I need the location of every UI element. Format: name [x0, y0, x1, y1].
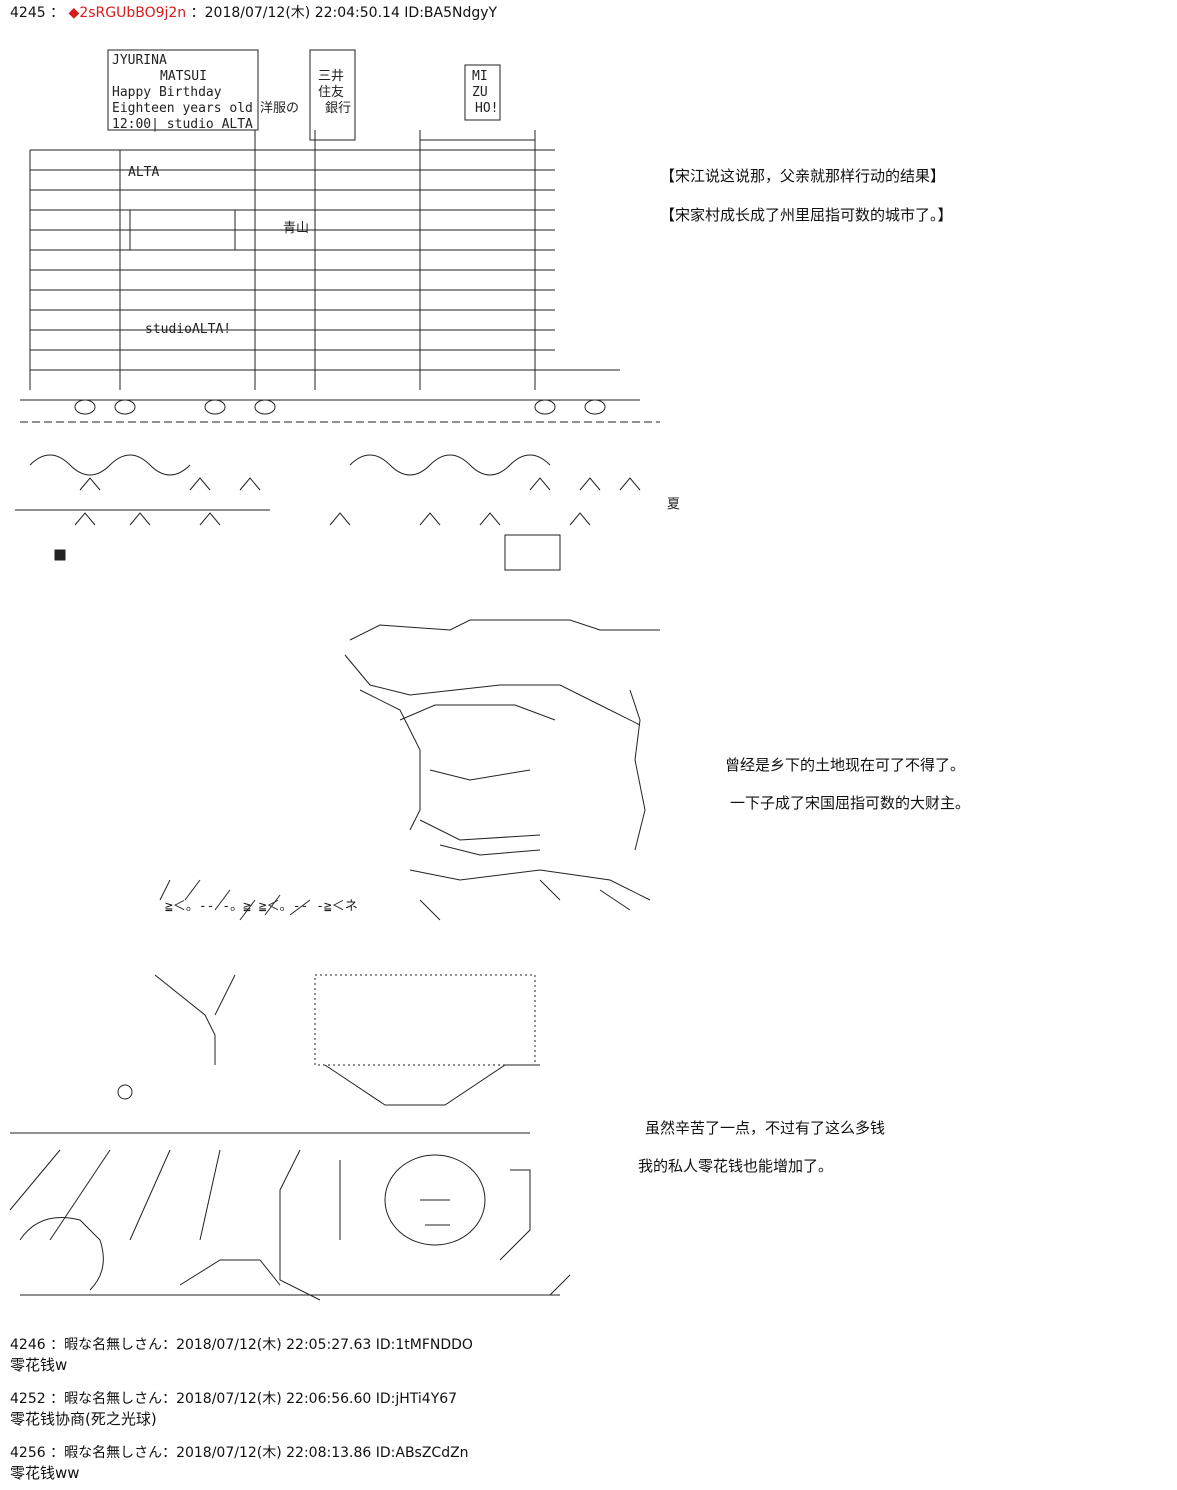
caption-2: 【宋家村成长成了州里屈指可数的城市了。】 [660, 206, 953, 224]
billboard-frame [107, 49, 259, 131]
sign-line-2: MATSUI [160, 69, 207, 84]
caption-1: 【宋江说这说那，父亲就那样行动的结果】 [660, 167, 946, 185]
caption-4: 一下子成了宋国屈指可数的大财主。 [730, 794, 971, 812]
sign-line-5: 12:00| studio ALTA [112, 117, 253, 132]
reply-body: 零花钱ww [10, 1464, 80, 1482]
mizuho-2: ZU [472, 85, 488, 100]
shop-label-alta: ALTA [128, 165, 159, 180]
sign-line-1: JYURINA [112, 53, 167, 68]
mizuho-frame [464, 64, 501, 121]
reply-header: 4246 ：暇な名無しさん：2018/07/12(木) 22:05:27.63 … [10, 1337, 473, 1353]
mizuho-3: HO! [475, 101, 498, 116]
sign-line-4: Eighteen years old [112, 101, 253, 116]
shop-label-aoyama: 青山 [283, 221, 309, 236]
noise-text: ≧＜。-- -。≧ ≧＜。-- -≧＜ネ [165, 899, 358, 914]
shop-label-yofuku: 洋服の [260, 101, 299, 116]
reply-header: 4252 ：暇な名無しさん：2018/07/12(木) 22:06:56.60 … [10, 1391, 458, 1407]
reply-header: 4256 ：暇な名無しさん：2018/07/12(木) 22:08:13.86 … [10, 1445, 469, 1461]
reply-body: 零花钱w [10, 1356, 68, 1374]
sign-line-3: Happy Birthday [112, 85, 222, 100]
post-header: 4245 ： ◆2sRGUbBO9j2n ：2018/07/12(木) 22:0… [10, 4, 497, 22]
post-separator: ： [50, 5, 65, 21]
post-number: 4245 [10, 5, 46, 21]
caption-5: 虽然辛苦了一点，不过有了这么多钱 [645, 1119, 886, 1137]
mizuho-1: MI [472, 69, 488, 84]
post-meta: ：2018/07/12(木) 22:04:50.14 ID:BA5NdgyY [190, 5, 498, 21]
shop-label-mitsui: 三井 [318, 69, 344, 84]
ascii-art-illustration: JYURINA MATSUI Happy Birthday Eighteen y… [9, 49, 680, 1301]
shop-label-sumitomo: 住友 [318, 84, 344, 100]
shop-label-studioalta: studioALTA! [145, 322, 231, 337]
tower-frame [309, 49, 356, 141]
author-tripcode[interactable]: ◆2sRGUbBO9j2n [68, 5, 187, 21]
summer-glyph: 夏 [667, 497, 680, 512]
shop-label-ginko: 銀行 [325, 101, 351, 116]
caption-3: 曾经是乡下的土地现在可了不得了。 [725, 756, 966, 774]
reply-body: 零花钱协商(死之光球) [10, 1410, 157, 1428]
caption-6: 我的私人零花钱也能增加了。 [638, 1157, 834, 1175]
